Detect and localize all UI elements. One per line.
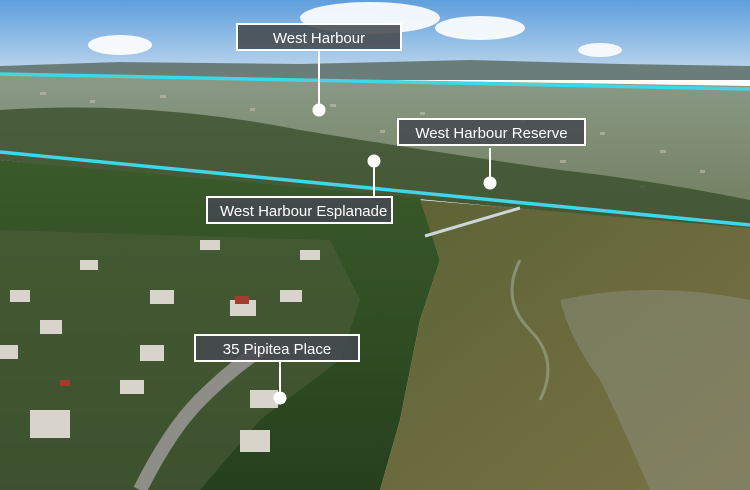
boundary-line-upper bbox=[0, 72, 750, 91]
tidal-water bbox=[560, 290, 750, 490]
pipitea-marker bbox=[273, 391, 287, 405]
pipitea-place-label: 35 Pipitea Place bbox=[194, 334, 360, 362]
callout-leaders bbox=[273, 51, 497, 405]
west-harbour-reserve-label: West Harbour Reserve bbox=[397, 118, 586, 146]
esplanade-marker bbox=[367, 154, 381, 168]
reserve-marker bbox=[483, 176, 497, 190]
distant-hills bbox=[0, 60, 750, 80]
red-roofs bbox=[60, 296, 249, 386]
west-harbour-marker bbox=[312, 103, 326, 117]
creek bbox=[510, 259, 550, 401]
west-harbour-esplanade-label: West Harbour Esplanade bbox=[206, 196, 393, 224]
west-harbour-label: West Harbour bbox=[236, 23, 402, 51]
road bbox=[133, 344, 264, 490]
houses bbox=[0, 240, 320, 452]
housing-area bbox=[0, 230, 360, 490]
bridge bbox=[424, 206, 521, 238]
